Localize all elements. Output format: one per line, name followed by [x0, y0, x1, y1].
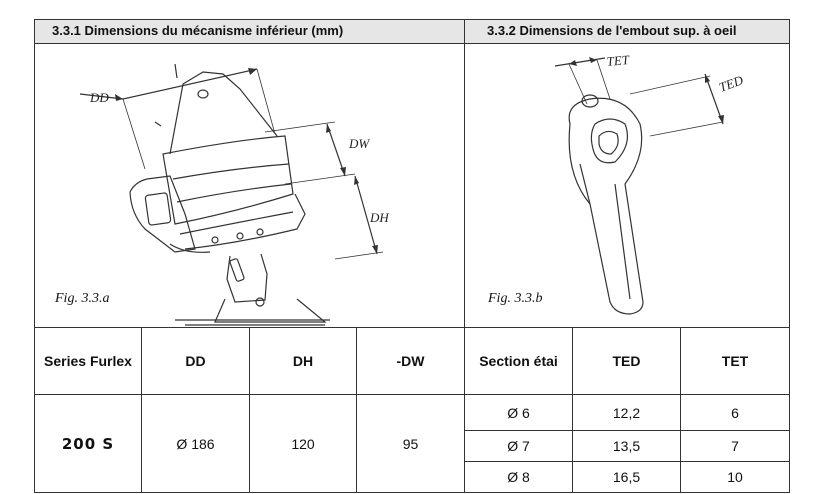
- frame-figure-bottom: [34, 327, 789, 328]
- column-header-ted: TED: [612, 353, 641, 369]
- tet-value-row-3: 10: [727, 469, 743, 485]
- dd-value: Ø 186: [176, 435, 215, 452]
- figure-caption-left: Fig. 3.3.a: [55, 291, 110, 306]
- frame-middle: [464, 19, 465, 493]
- section-value-row-1: Ø 6: [507, 404, 530, 421]
- lower-mechanism-drawing: DD DW DH: [79, 63, 389, 326]
- dh-value: 120: [291, 435, 315, 452]
- section-title-eye-terminal: 3.3.2 Dimensions de l'embout sup. à oeil: [487, 23, 737, 38]
- column-header-section: Section étai: [479, 353, 558, 369]
- frame-right: [789, 19, 790, 493]
- table-row-line-1: [464, 430, 789, 431]
- col-divider-1: [141, 327, 142, 493]
- section-title-lower-mechanism: 3.3.1 Dimensions du mécanisme inférieur …: [52, 23, 344, 38]
- column-header-series: Series Furlex: [44, 353, 132, 369]
- column-header-tet: TET: [721, 353, 749, 369]
- column-header-dh: DH: [292, 353, 314, 369]
- frame-header-bottom: [34, 43, 789, 44]
- section-value-row-2: Ø 7: [507, 438, 530, 454]
- series-value: 200 S: [61, 434, 115, 453]
- ted-value-row-1: 12,2: [612, 404, 641, 421]
- ted-value-row-3: 16,5: [612, 469, 641, 485]
- col-divider-2: [249, 327, 250, 493]
- figure-caption-right: Fig. 3.3.b: [488, 291, 543, 306]
- ted-label: TED: [717, 72, 746, 95]
- frame-left: [34, 19, 35, 493]
- section-header-eye-terminal: 3.3.2 Dimensions de l'embout sup. à oeil: [465, 19, 789, 43]
- tet-value-row-2: 7: [731, 438, 739, 454]
- ted-value-row-2: 13,5: [612, 438, 641, 454]
- dd-label: DD: [89, 90, 109, 105]
- section-value-row-3: Ø 8: [507, 469, 530, 485]
- col-divider-6: [680, 327, 681, 493]
- dw-label: DW: [348, 136, 370, 151]
- table-row-line-2: [464, 461, 789, 462]
- frame-top: [34, 19, 789, 20]
- col-divider-3: [356, 327, 357, 493]
- section-header-lower-mechanism: 3.3.1 Dimensions du mécanisme inférieur …: [34, 19, 464, 43]
- dw-value: 95: [402, 435, 419, 452]
- column-header-dd: DD: [185, 353, 206, 369]
- dh-label: DH: [369, 210, 389, 225]
- frame-bottom: [34, 492, 789, 493]
- tet-value-row-1: 6: [731, 404, 739, 421]
- eye-terminal-drawing: TET TED: [554, 52, 746, 315]
- tet-label: TET: [606, 52, 630, 69]
- column-header-dw: -DW: [396, 353, 425, 369]
- table-header-bottom: [34, 394, 789, 395]
- col-divider-5: [572, 327, 573, 493]
